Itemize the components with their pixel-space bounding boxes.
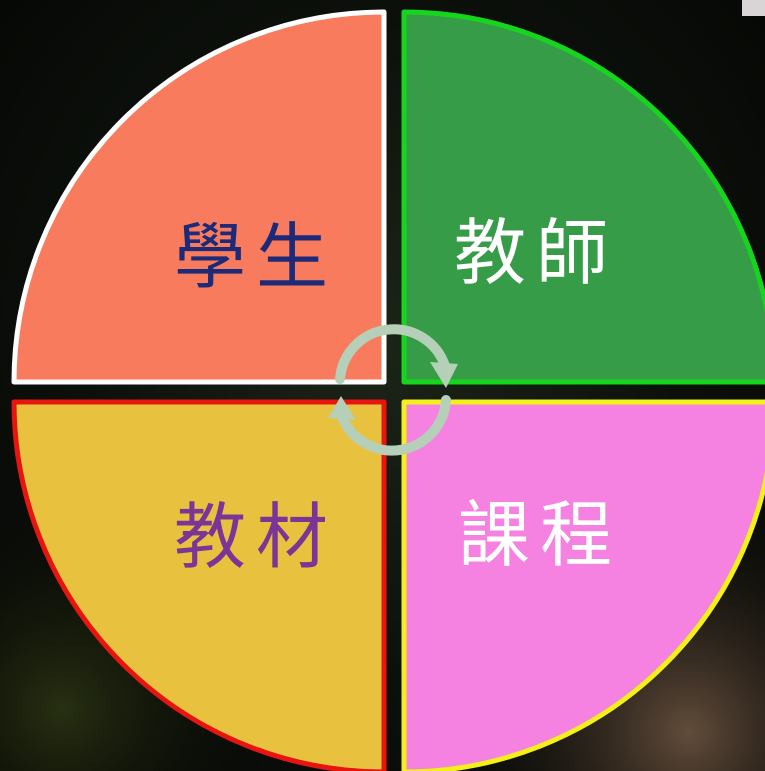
quadrant-curriculum: 課程 — [401, 399, 765, 771]
quadrant-teachers-label: 教師 — [454, 211, 618, 295]
quadrant-students-shape — [11, 9, 387, 385]
quadrant-materials-label: 教材 — [174, 495, 338, 579]
cycle-arrowhead-left — [328, 396, 356, 420]
cycle-arrowhead-right — [430, 362, 458, 388]
cycle-arrow-upper — [335, 324, 450, 384]
quadrant-students: 學生 — [11, 9, 387, 385]
quadrant-materials-shape — [11, 399, 387, 771]
quadrant-teachers-shape — [401, 9, 765, 385]
corner-scrap — [742, 0, 765, 16]
quadrant-curriculum-label: 課程 — [458, 493, 622, 577]
quadrant-materials: 教材 — [11, 399, 387, 771]
cycle-arrow-lower — [338, 395, 451, 456]
quadrant-curriculum-shape — [401, 399, 765, 771]
quadrant-teachers: 教師 — [401, 9, 765, 385]
cycle-arrows-icon — [328, 324, 458, 456]
quadrant-students-label: 學生 — [174, 215, 338, 299]
